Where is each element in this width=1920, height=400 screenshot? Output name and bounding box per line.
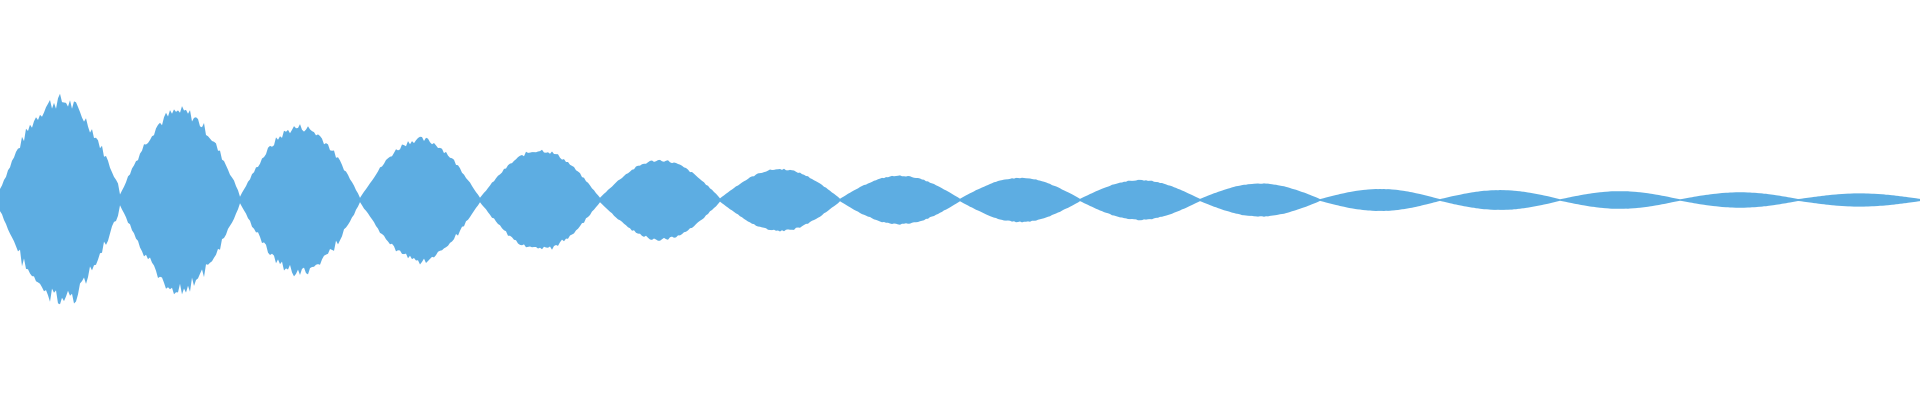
waveform-shape xyxy=(0,93,1920,305)
